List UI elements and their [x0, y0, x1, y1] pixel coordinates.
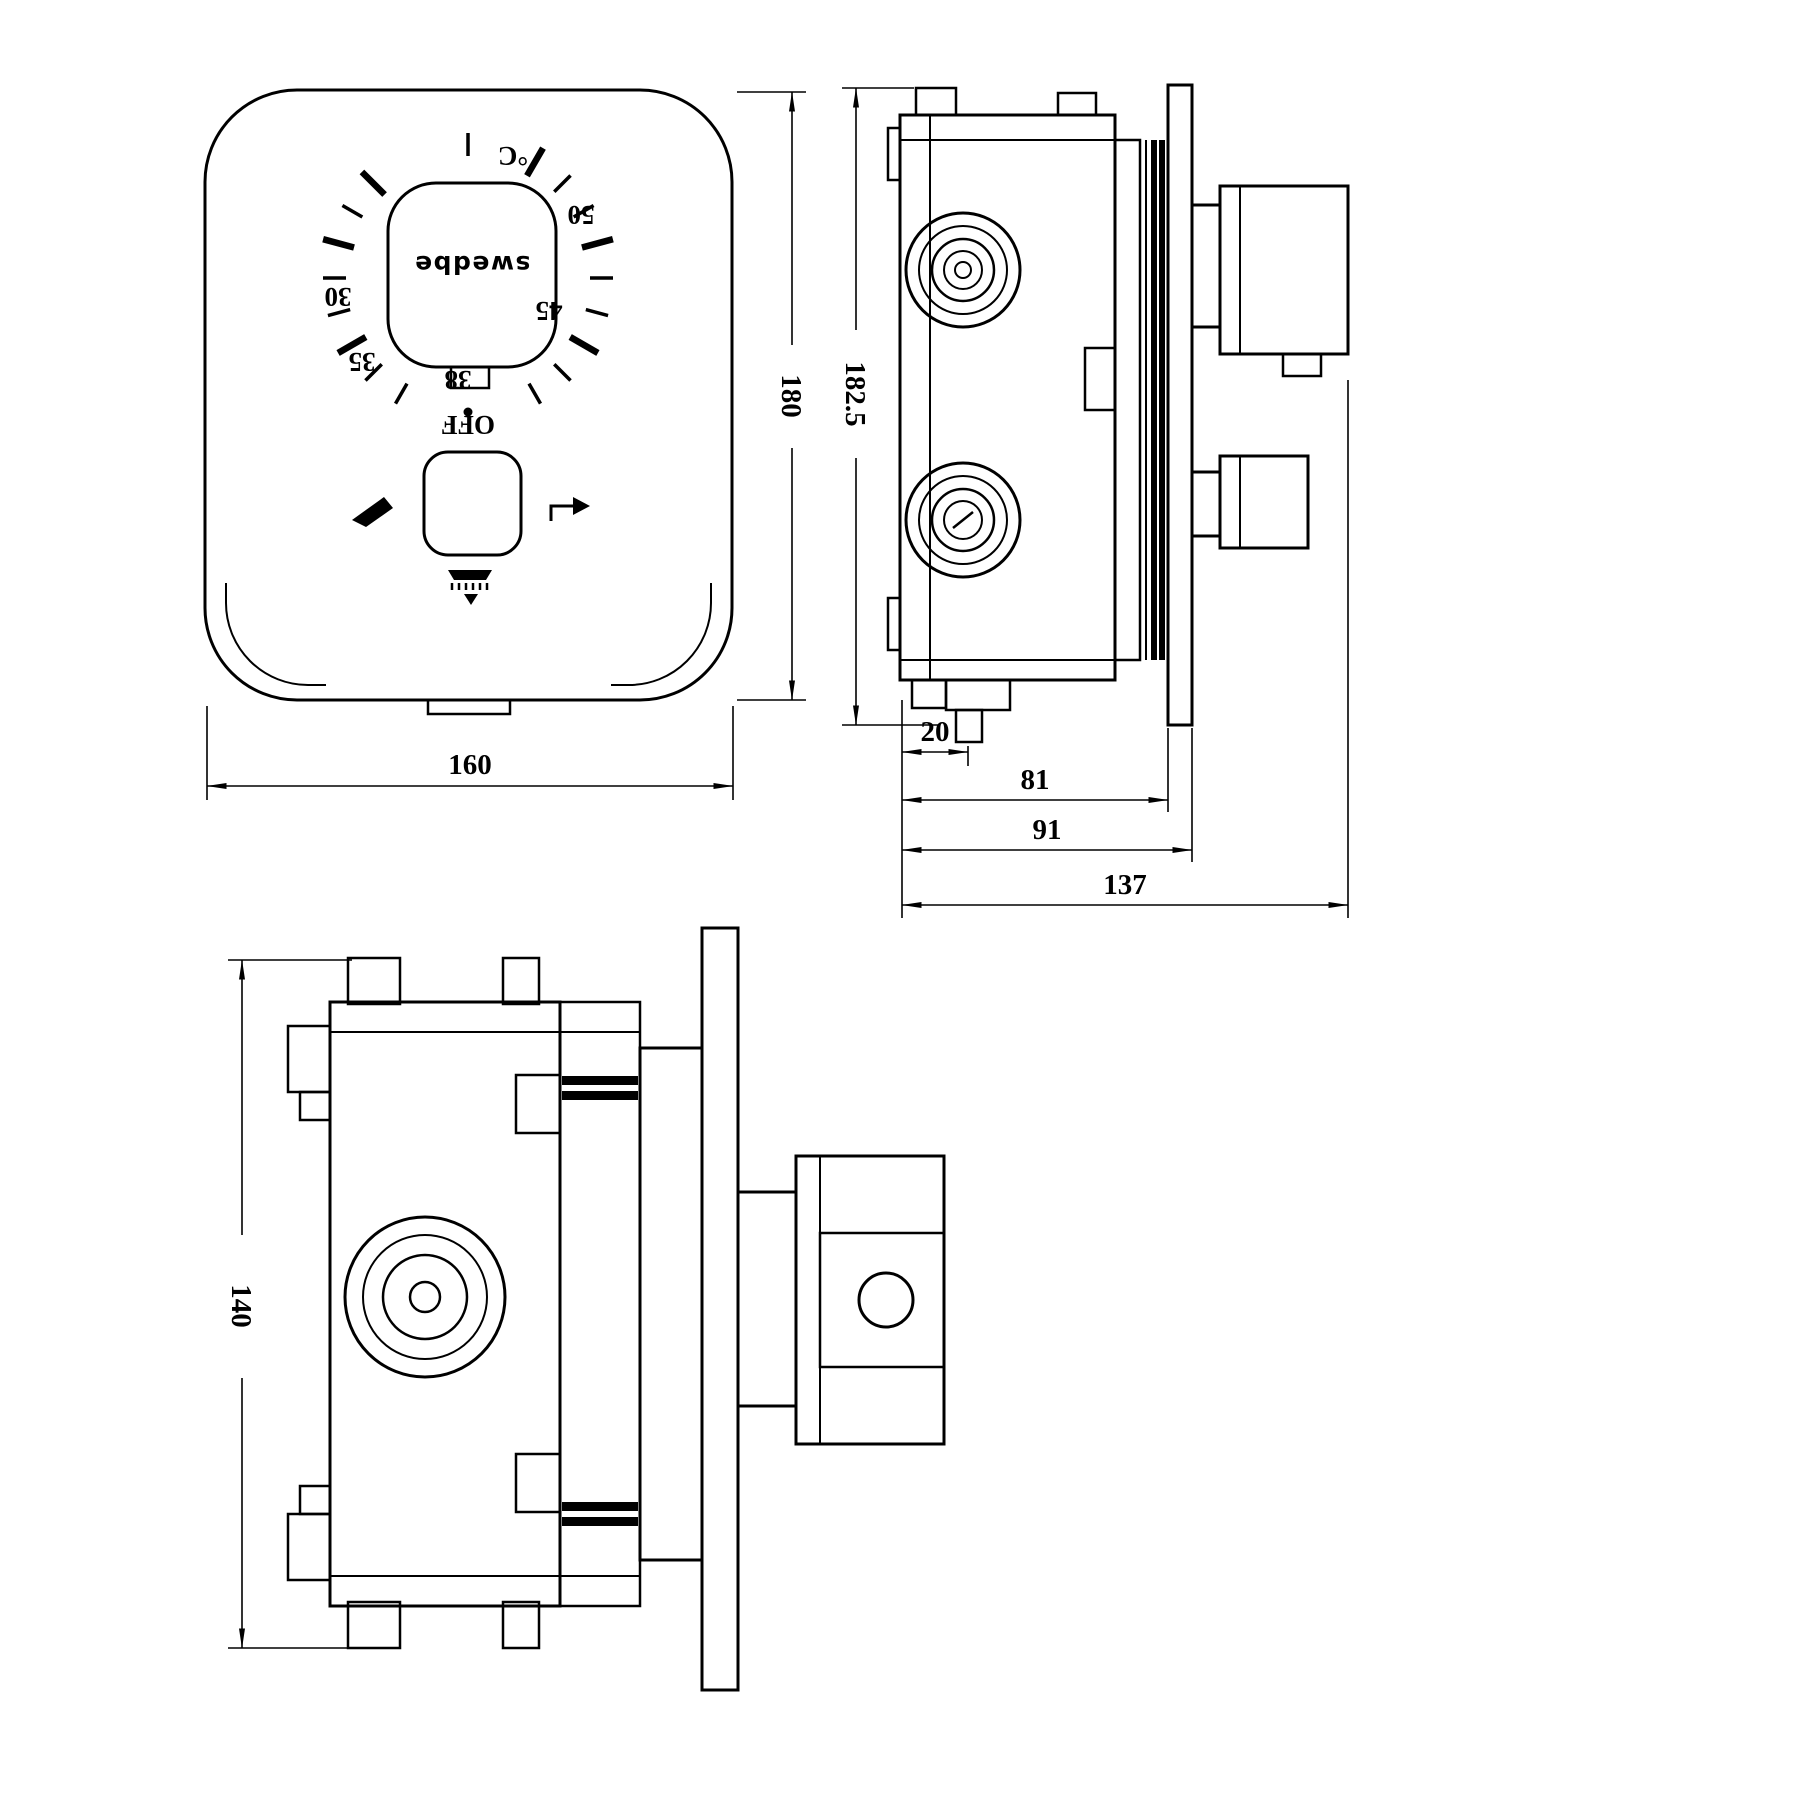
- knob-screw-hole: [857, 1271, 915, 1329]
- side-lug-top-small: [298, 1090, 332, 1122]
- temperature-knob-side: [1190, 184, 1350, 378]
- side-lug-bottom: [286, 1512, 332, 1582]
- dim-side-81: 81: [901, 728, 1169, 812]
- dim-front-width: 160: [206, 706, 734, 800]
- dim-label-180: 180: [775, 374, 807, 418]
- front-plate-inner-edge-right: [611, 583, 712, 686]
- dim-label-182-5: 182.5: [839, 361, 871, 426]
- body-bottom-tab: [910, 678, 948, 710]
- body-left-lug-top: [886, 126, 902, 182]
- dim-label-137: 137: [1103, 869, 1147, 901]
- wall-plate-side: [1166, 83, 1194, 727]
- inlet-port-bottom-view: [343, 1215, 507, 1379]
- valve-body-side: [898, 113, 1117, 682]
- dim-side-137: 137: [901, 380, 1349, 918]
- valve-body-bottom: [328, 1000, 562, 1608]
- dim-label-140: 140: [225, 1284, 257, 1328]
- brand-logo: swedbe: [414, 250, 531, 279]
- dim-side-20: 20: [901, 700, 969, 918]
- dim-side-height: 182.5: [839, 87, 940, 726]
- dim-front-height: 180: [737, 91, 807, 701]
- side-lug-top: [286, 1024, 332, 1094]
- flow-control-knob: OFF: [352, 410, 590, 605]
- off-label: OFF: [441, 410, 495, 440]
- temperature-knob-pointer: [449, 365, 491, 390]
- body-neck: [638, 1046, 704, 1562]
- front-plate-inner-edge-left: [225, 583, 326, 686]
- inlet-port-top: [904, 211, 1022, 329]
- body-top-step: [1056, 91, 1098, 117]
- dial-label-35: 35: [349, 347, 376, 377]
- bath-spout-icon: [352, 497, 393, 527]
- dial-tick-marks: [322, 133, 614, 405]
- diverter-knob: [422, 450, 523, 557]
- dim-label-91: 91: [1033, 814, 1062, 846]
- dim-label-160: 160: [448, 749, 492, 781]
- dial-label-30: 30: [325, 282, 352, 312]
- front-plate-bottom-tab: [426, 698, 512, 716]
- dial-label-50: 50: [568, 200, 595, 230]
- dial-label-38: 38: [445, 365, 472, 395]
- body-detail-boss-top: [514, 1073, 562, 1135]
- bottom-view: 140: [225, 926, 946, 1692]
- dim-label-81: 81: [1021, 764, 1050, 796]
- mount-tab-top-left: [346, 956, 402, 1006]
- dial-unit-label: °C: [498, 141, 528, 171]
- inlet-port-bottom: [904, 461, 1022, 579]
- dim-bottom-height: 140: [225, 959, 352, 1649]
- diverter-knob-side: [1190, 454, 1310, 550]
- dim-label-20: 20: [921, 716, 950, 748]
- body-bottom-boss: [944, 678, 1012, 712]
- body-top-tab: [914, 86, 958, 117]
- front-view: °C 50 45 30 35 38 swedbe OFF: [203, 88, 807, 800]
- body-detail-boss-bottom: [514, 1452, 562, 1514]
- dim-side-91: 91: [901, 728, 1193, 862]
- wall-plate-bottom: [700, 926, 740, 1692]
- side-view: 182.5 20 81 91 137: [839, 83, 1350, 918]
- side-lug-bottom-small: [298, 1484, 332, 1516]
- dial-index-dot: [463, 407, 473, 417]
- hand-shower-icon: [448, 570, 492, 605]
- mount-tab-bottom-right: [501, 1600, 541, 1650]
- body-left-lug-bottom: [886, 596, 902, 652]
- dial-label-45: 45: [536, 296, 563, 326]
- shower-arm-icon: [549, 497, 590, 521]
- temperature-dial: °C 50 45 30 35 38 swedbe: [322, 133, 614, 417]
- mount-tab-bottom-left: [346, 1600, 402, 1650]
- body-bottom-stub: [954, 708, 984, 744]
- body-mid-boss: [1083, 346, 1117, 412]
- knob-bottom-view: [736, 1154, 946, 1446]
- mount-tab-top-right: [501, 956, 541, 1006]
- body-flange-section: [1113, 138, 1142, 662]
